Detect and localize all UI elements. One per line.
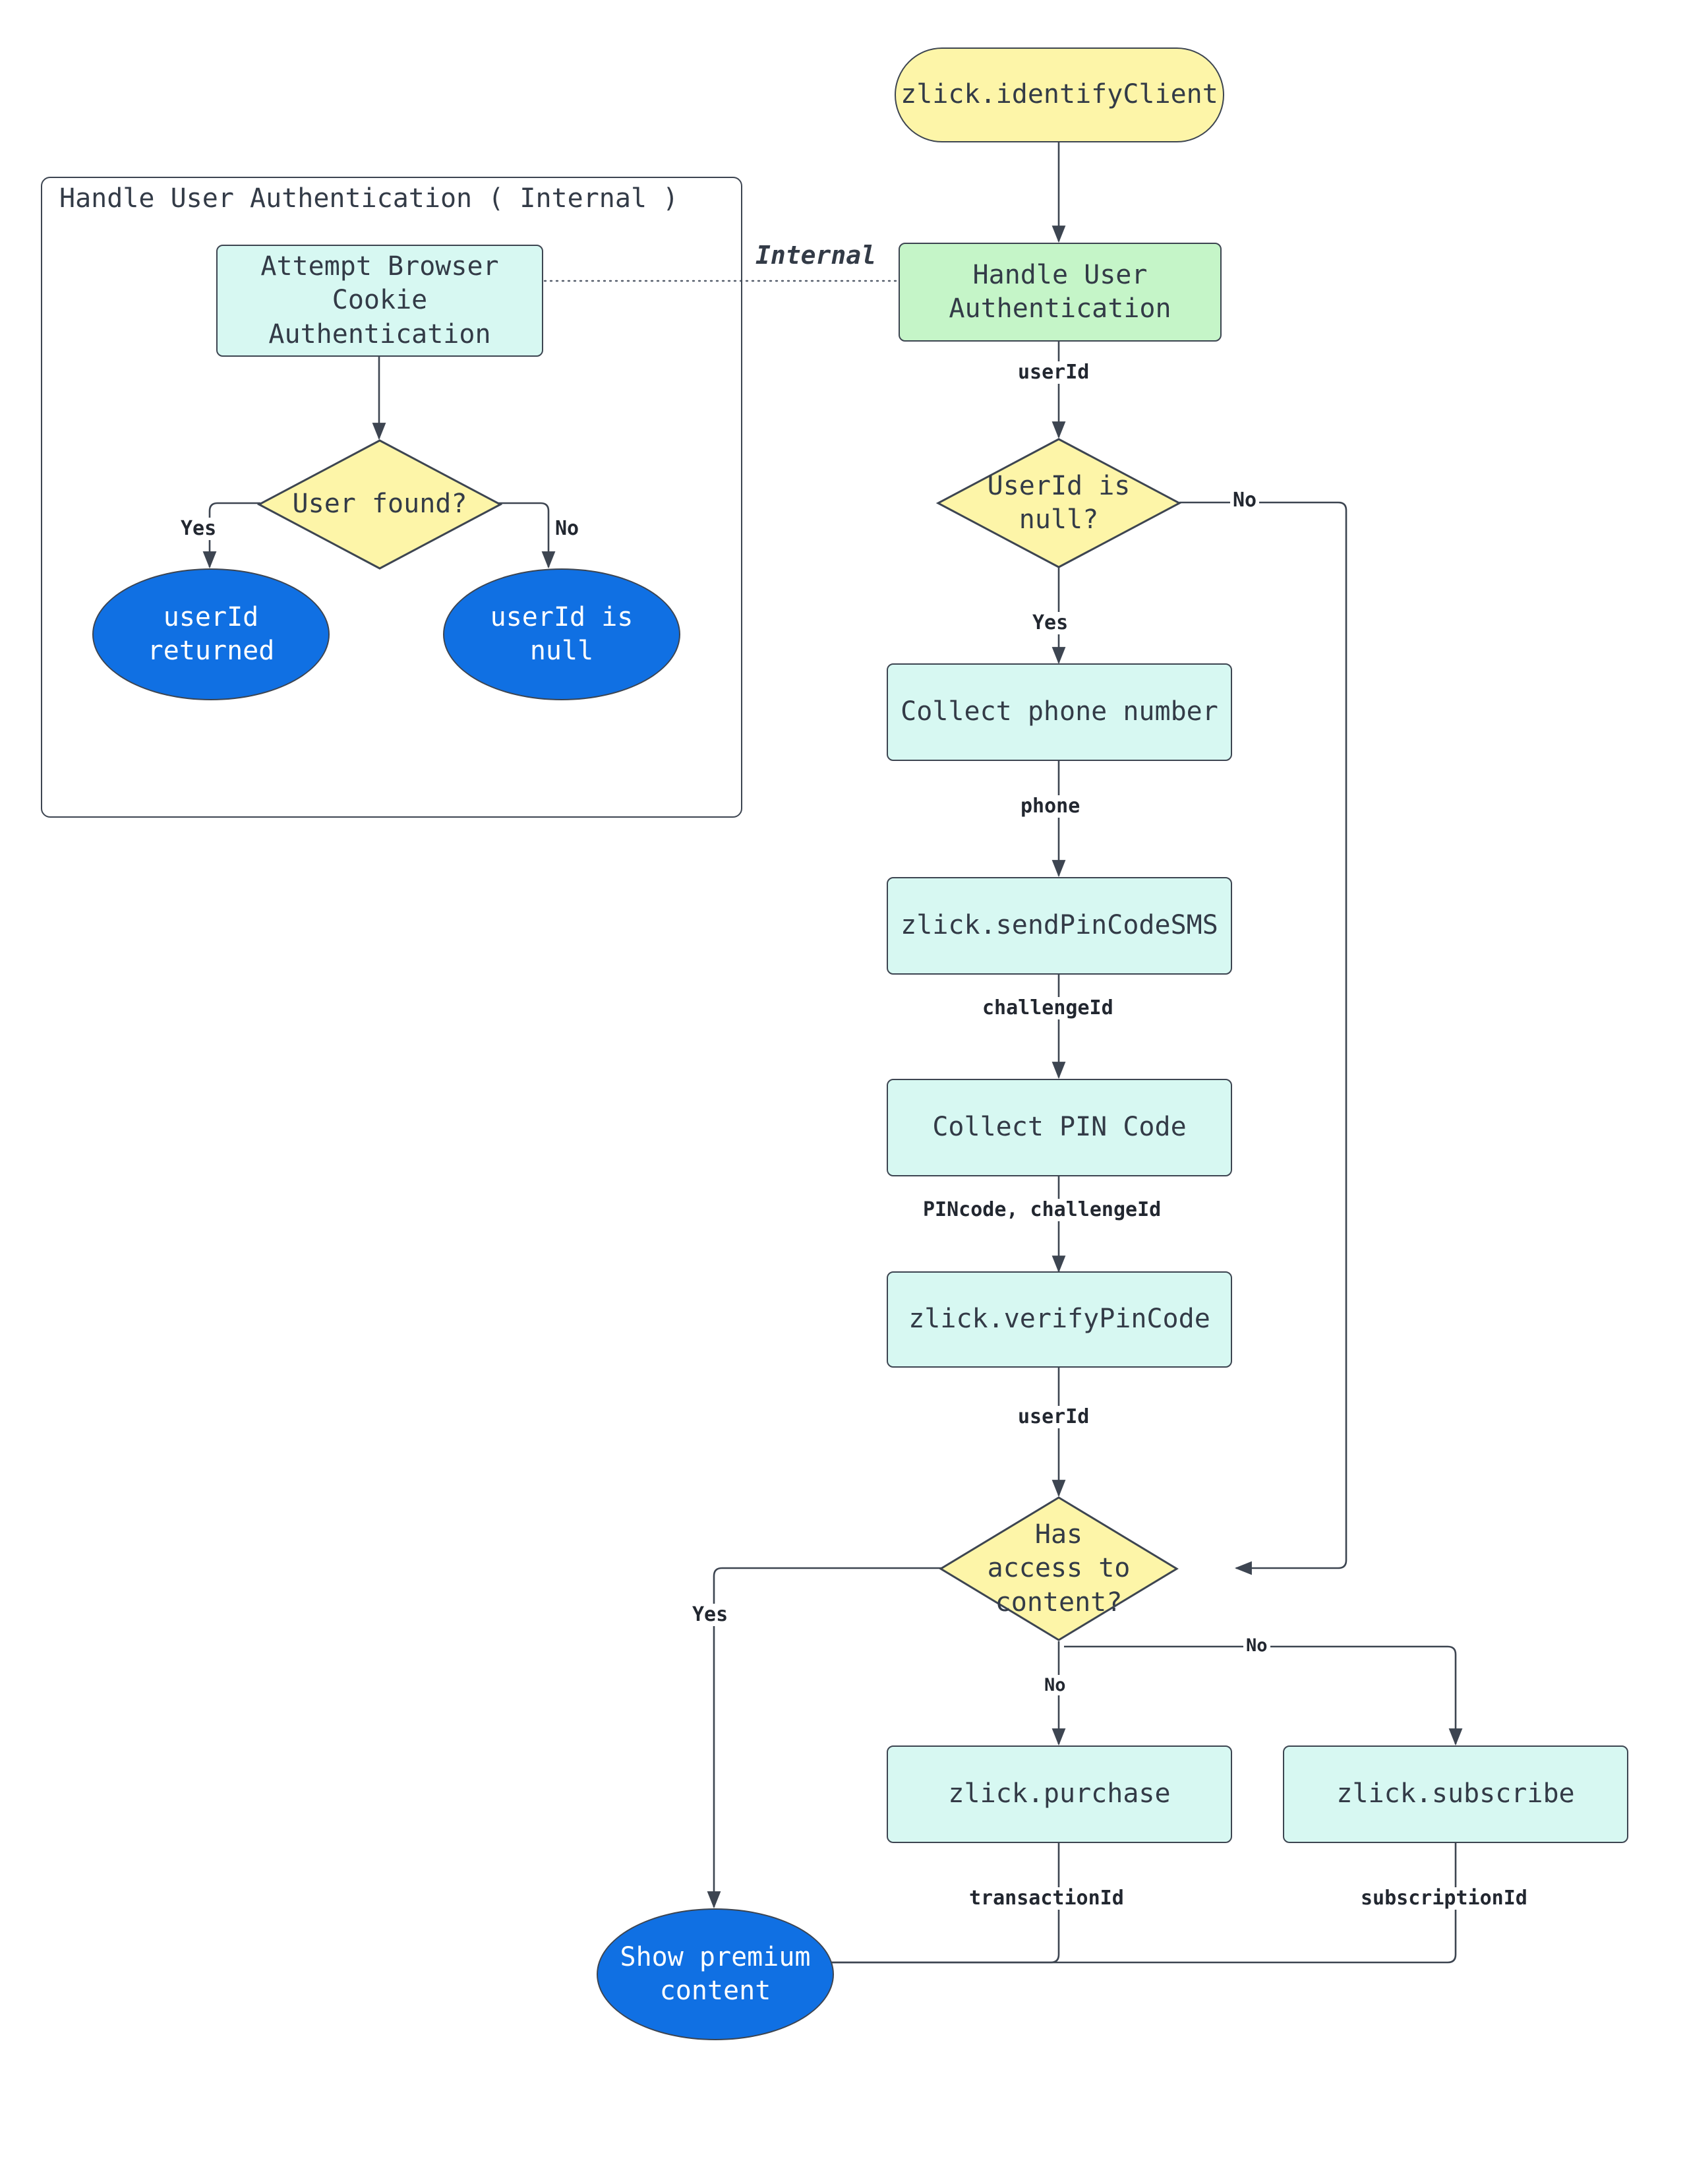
node-show-premium-content[interactable]: Show premium content (597, 1908, 834, 2040)
edge-label-challenge-id: challengeId (980, 997, 1116, 1019)
node-has-access-label: Has access to content? (987, 1519, 1131, 1618)
edge-label-access-no-right: No (1243, 1635, 1270, 1656)
node-handle-user-authentication[interactable]: Handle User Authentication (899, 243, 1222, 342)
edge-label-pincode-challenge-id: PINcode, challengeId (920, 1199, 1164, 1221)
diamond-shape (257, 439, 502, 570)
node-user-found-decision[interactable]: User found? (257, 439, 502, 570)
diamond-shape (939, 1496, 1179, 1641)
edge-label-user-found-no: No (552, 518, 582, 540)
node-send-pincode-sms[interactable]: zlick.sendPinCodeSMS (887, 877, 1232, 975)
node-has-access-decision[interactable]: Has access to content? (939, 1496, 1179, 1642)
edge-label-subscription-id: subscriptionId (1358, 1887, 1530, 1910)
edge-label-null-no: No (1230, 489, 1260, 512)
edge-label-user-found-yes: Yes (178, 518, 220, 540)
edge-label-verify-userid: userId (1015, 1406, 1092, 1428)
edge-label-phone: phone (1018, 795, 1083, 818)
diamond-shape (936, 438, 1181, 568)
edge-label-transaction-id: transactionId (966, 1887, 1127, 1910)
node-collect-pin-code[interactable]: Collect PIN Code (887, 1079, 1232, 1176)
node-userid-is-null-label: UserId is null? (987, 470, 1131, 535)
internal-boundary-label: Internal (752, 241, 881, 270)
edge-label-access-yes: Yes (690, 1604, 731, 1626)
node-identify-client[interactable]: zlick.identifyClient (895, 47, 1224, 142)
node-userid-returned[interactable]: userId returned (92, 568, 330, 700)
node-userid-is-null[interactable]: userId is null (443, 568, 680, 700)
node-userid-is-null-decision[interactable]: UserId is null? (936, 437, 1181, 569)
node-attempt-browser-cookie-authentication[interactable]: Attempt Browser Cookie Authentication (216, 245, 543, 357)
edge-label-null-yes: Yes (1030, 612, 1071, 634)
edge-label-auth-userid: userId (1015, 361, 1092, 384)
node-user-found-label: User found? (292, 489, 467, 520)
node-collect-phone-number[interactable]: Collect phone number (887, 663, 1232, 761)
node-verify-pin-code[interactable]: zlick.verifyPinCode (887, 1271, 1232, 1368)
node-zlick-subscribe[interactable]: zlick.subscribe (1283, 1745, 1628, 1843)
node-zlick-purchase[interactable]: zlick.purchase (887, 1745, 1232, 1843)
edge-label-access-no-down: No (1042, 1675, 1069, 1695)
subgraph-handle-user-authentication (41, 177, 742, 818)
subgraph-title: Handle User Authentication ( Internal ) (59, 183, 679, 214)
